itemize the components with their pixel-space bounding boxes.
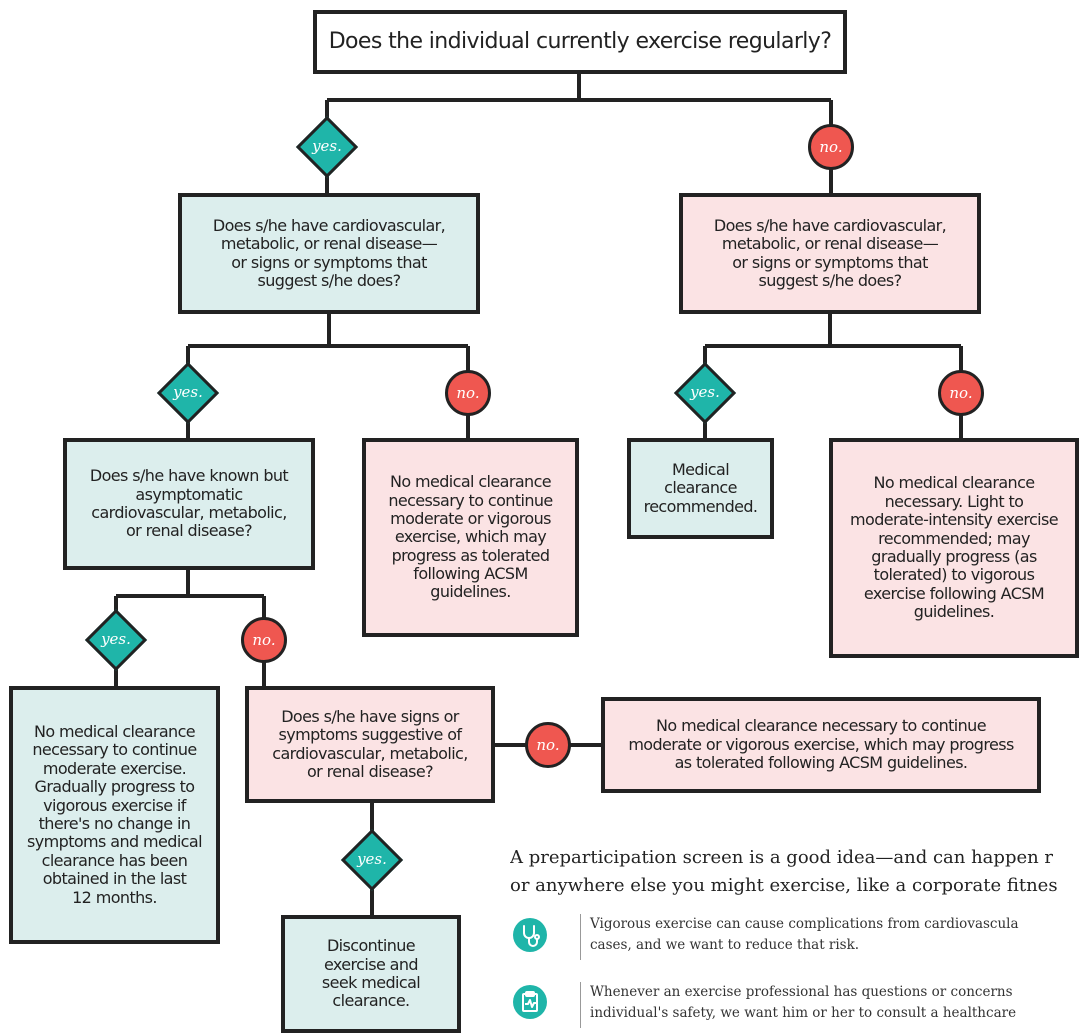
clipboard-icon <box>513 985 547 1019</box>
stethoscope-icon <box>513 918 547 952</box>
no-circle-1: no. <box>808 124 854 170</box>
yes-label-3: yes. <box>690 383 720 401</box>
yes-label-2: yes. <box>173 383 203 401</box>
sidebar-point-1: Vigorous exercise can cause complication… <box>580 914 1079 960</box>
sidebar-point-2: Whenever an exercise professional has qu… <box>580 982 1079 1028</box>
non-exerciser-disease-question: Does s/he have cardiovascular, metabolic… <box>713 215 947 290</box>
yes-label-1: yes. <box>312 137 342 155</box>
medical-clearance-outcome-box: Medical clearance recommended. <box>627 438 774 539</box>
known-disease-question-box: Does s/he have known but asymptomatic ca… <box>63 438 315 570</box>
yes-label-5: yes. <box>357 850 387 868</box>
no-circle-4: no. <box>241 617 287 663</box>
exerciser-no-disease-outcome-box: No medical clearance necessary to contin… <box>362 438 579 637</box>
no-circle-3: no. <box>938 370 984 416</box>
symptoms-yes-outcome: Discontinue exercise and seek medical cl… <box>321 936 421 1011</box>
exerciser-disease-question-box: Does s/he have cardiovascular, metabolic… <box>178 193 480 314</box>
known-disease-question: Does s/he have known but asymptomatic ca… <box>89 466 289 541</box>
symptoms-no-outcome-box: No medical clearance necessary to contin… <box>601 697 1041 793</box>
non-exerciser-no-disease-outcome-box: No medical clearance necessary. Light to… <box>829 438 1079 658</box>
sidebar-intro: A preparticipation screen is a good idea… <box>510 847 1058 896</box>
medical-clearance-outcome: Medical clearance recommended. <box>643 459 758 516</box>
symptoms-question-box: Does s/he have signs or symptoms suggest… <box>245 686 495 803</box>
root-question: Does the individual currently exercise r… <box>328 29 832 55</box>
non-exerciser-disease-question-box: Does s/he have cardiovascular, metabolic… <box>679 193 981 314</box>
no-circle-5: no. <box>525 722 571 768</box>
non-exerciser-no-disease-outcome: No medical clearance necessary. Light to… <box>850 473 1059 622</box>
exerciser-disease-question: Does s/he have cardiovascular, metabolic… <box>212 215 446 290</box>
symptoms-question: Does s/he have signs or symptoms suggest… <box>272 706 468 781</box>
symptoms-yes-outcome-box: Discontinue exercise and seek medical cl… <box>281 915 461 1033</box>
symptoms-no-outcome: No medical clearance necessary to contin… <box>628 716 1014 773</box>
no-circle-2: no. <box>445 370 491 416</box>
exerciser-no-disease-outcome: No medical clearance necessary to contin… <box>388 472 553 602</box>
root-question-box: Does the individual currently exercise r… <box>313 10 847 74</box>
asymptomatic-outcome: No medical clearance necessary to contin… <box>27 722 202 907</box>
yes-label-4: yes. <box>101 630 131 648</box>
asymptomatic-outcome-box: No medical clearance necessary to contin… <box>9 686 220 944</box>
